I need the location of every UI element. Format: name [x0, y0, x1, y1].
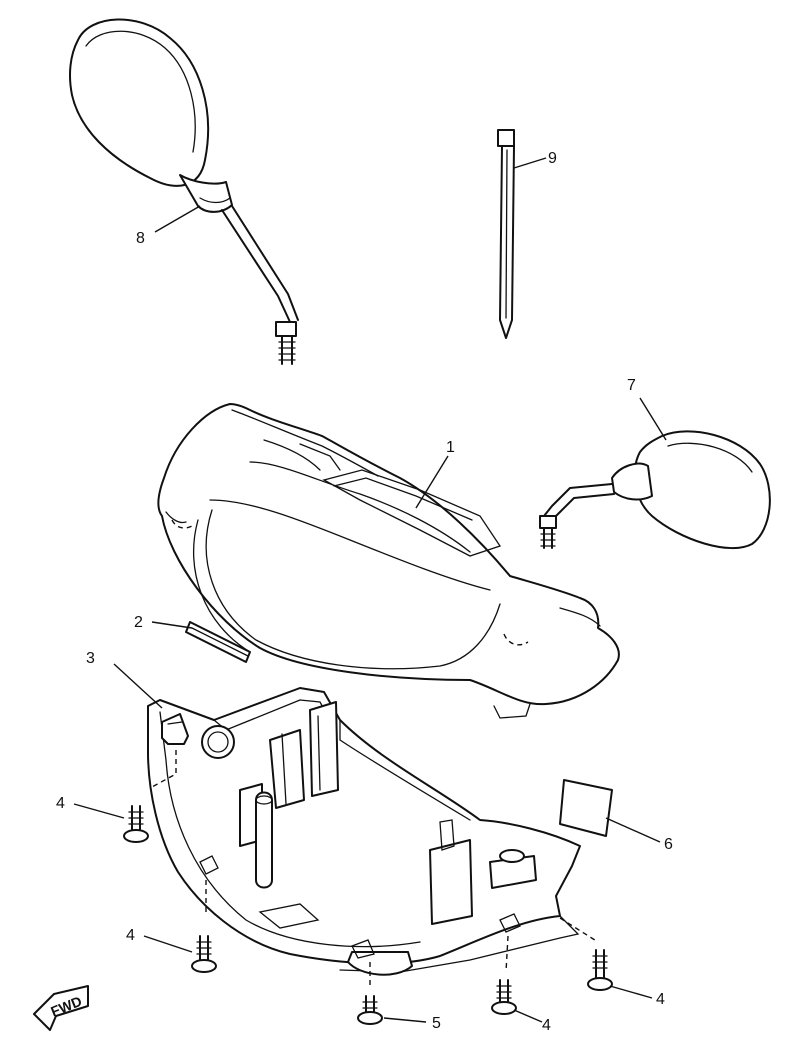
- callout-2: 2: [134, 614, 143, 631]
- screws: [123, 750, 613, 1025]
- right-mirror: [539, 430, 771, 549]
- screw-5: [357, 995, 383, 1025]
- screw-4b: [191, 935, 217, 973]
- cable-tie: [497, 129, 515, 339]
- rubber-strip: [185, 621, 251, 663]
- leader-lines: [73, 157, 667, 1023]
- callout-8: 8: [136, 230, 145, 247]
- screw-4c: [491, 979, 517, 1015]
- callout-6: 6: [664, 836, 673, 853]
- callout-9: 9: [548, 150, 557, 167]
- callout-4b: 4: [126, 927, 135, 944]
- screw-4d: [587, 949, 613, 991]
- left-mirror: [69, 18, 299, 365]
- forward-direction-arrow: FWD: [33, 985, 89, 1031]
- screw-4a: [123, 805, 149, 843]
- callout-7: 7: [627, 377, 636, 394]
- callout-4c: 4: [542, 1017, 551, 1034]
- callout-4d: 4: [656, 991, 665, 1008]
- callout-numbers: 8 9 1 7 2 3 4 6 4 5 4 4: [56, 150, 673, 1034]
- callout-1: 1: [446, 439, 455, 456]
- callout-5: 5: [432, 1015, 441, 1032]
- handlebar-cover-upper: [157, 403, 620, 719]
- caution-label: [559, 779, 613, 837]
- callout-4a: 4: [56, 795, 65, 812]
- callout-3: 3: [86, 650, 95, 667]
- handlebar-cover-lower: [147, 687, 581, 976]
